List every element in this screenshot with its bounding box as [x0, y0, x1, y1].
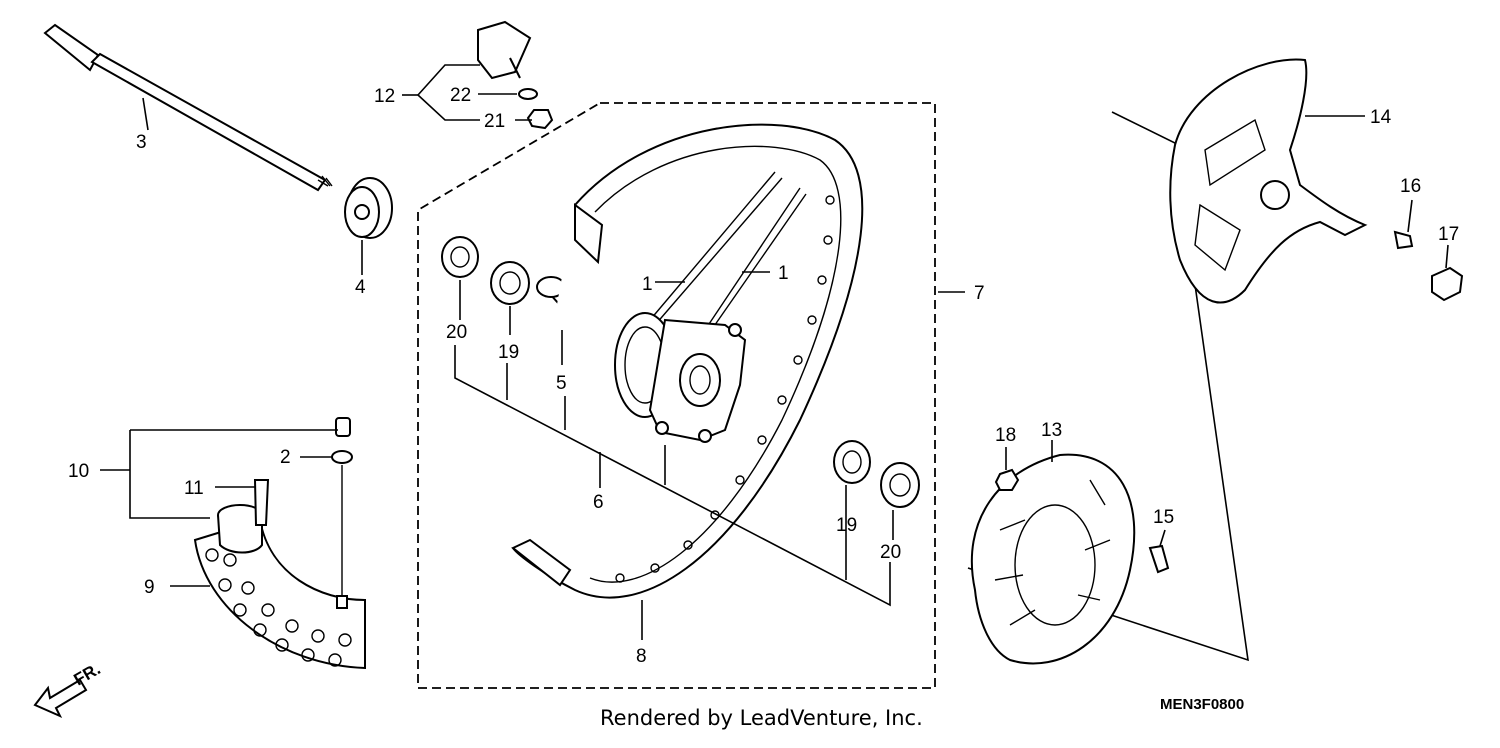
tire — [193, 518, 366, 670]
hub — [614, 312, 747, 443]
callout-15: 15 — [1153, 507, 1174, 528]
callout-17: 17 — [1438, 224, 1459, 245]
bearing-right-outer — [880, 462, 920, 508]
callout-labels: 1 1 2 3 4 5 6 7 8 9 10 11 12 13 14 15 16… — [68, 85, 1459, 667]
callout-5: 5 — [556, 373, 567, 394]
callout-21: 21 — [484, 111, 505, 132]
callout-10: 10 — [68, 461, 89, 482]
bearing-left-inner — [490, 261, 530, 305]
callout-1b: 1 — [778, 263, 789, 284]
callout-1a: 1 — [642, 274, 653, 295]
callout-6: 6 — [593, 492, 604, 513]
brake-disc — [970, 453, 1170, 665]
callout-19b: 19 — [836, 515, 857, 536]
callout-2: 2 — [280, 447, 291, 468]
callout-20b: 20 — [880, 542, 901, 563]
callout-22: 22 — [450, 85, 471, 106]
callout-16: 16 — [1400, 176, 1421, 197]
callout-12: 12 — [374, 86, 395, 107]
callout-14: 14 — [1370, 107, 1392, 128]
axle — [43, 23, 333, 192]
front-direction-arrow-icon: FR. — [33, 659, 104, 719]
callout-19a: 19 — [498, 342, 519, 363]
wheel-assembly-outline — [417, 102, 936, 689]
callout-18: 18 — [995, 425, 1016, 446]
diagram-code: MEN3F0800 — [1160, 696, 1245, 713]
bearing-left-outer — [441, 236, 479, 278]
disc-cover — [1169, 58, 1464, 304]
callout-3: 3 — [136, 132, 147, 153]
axle-collar — [344, 177, 393, 239]
bearing-right-inner — [833, 440, 871, 484]
callout-9: 9 — [144, 577, 155, 598]
spokes — [649, 171, 807, 333]
tube — [217, 479, 270, 554]
leader-lines — [100, 64, 1449, 640]
callout-8: 8 — [636, 646, 647, 667]
valve — [331, 417, 353, 609]
footer-credit: Rendered by LeadVenture, Inc. — [600, 706, 923, 730]
sensor-bracket — [477, 20, 554, 130]
callout-7: 7 — [974, 283, 985, 304]
callout-13: 13 — [1041, 420, 1062, 441]
callout-20a: 20 — [446, 322, 467, 343]
callout-4: 4 — [355, 277, 366, 298]
callout-11: 11 — [184, 478, 204, 499]
